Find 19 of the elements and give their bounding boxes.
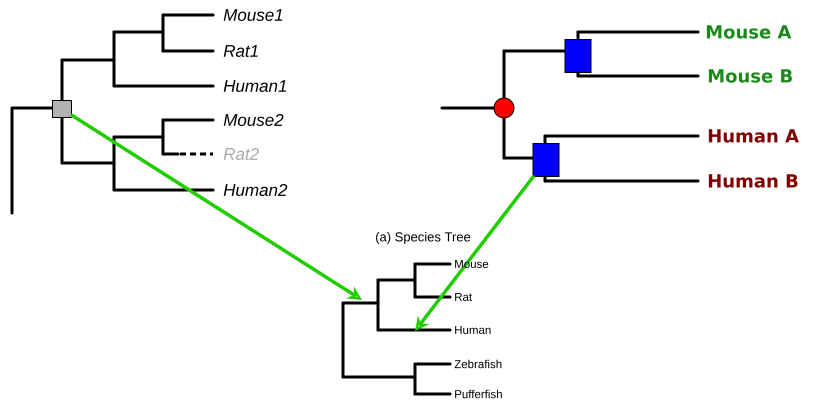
tree-title: (a) Species Tree — [376, 232, 470, 244]
square-node — [564, 39, 592, 73]
leaf-label: Mouse1 — [224, 9, 282, 21]
leaf-label: Human B — [708, 174, 798, 188]
circle-node — [494, 98, 514, 118]
leaf-label: Rat — [455, 293, 472, 302]
square-node — [52, 100, 72, 118]
square-node — [532, 143, 560, 177]
leaf-label: Human2 — [224, 184, 288, 196]
leaf-label: Zebrafish — [454, 360, 502, 368]
leaf-label: Pufferfish — [455, 390, 502, 398]
leaf-label: Human — [455, 326, 491, 334]
leaf-label: Human1 — [224, 80, 286, 92]
leaf-label: Human A — [708, 129, 799, 143]
leaf-label: Mouse B — [708, 69, 792, 83]
leaf-label: Rat2 — [224, 148, 259, 160]
leaf-label: Mouse A — [706, 25, 792, 39]
leaf-label: Mouse2 — [224, 114, 284, 126]
leaf-label: Rat1 — [224, 45, 258, 57]
